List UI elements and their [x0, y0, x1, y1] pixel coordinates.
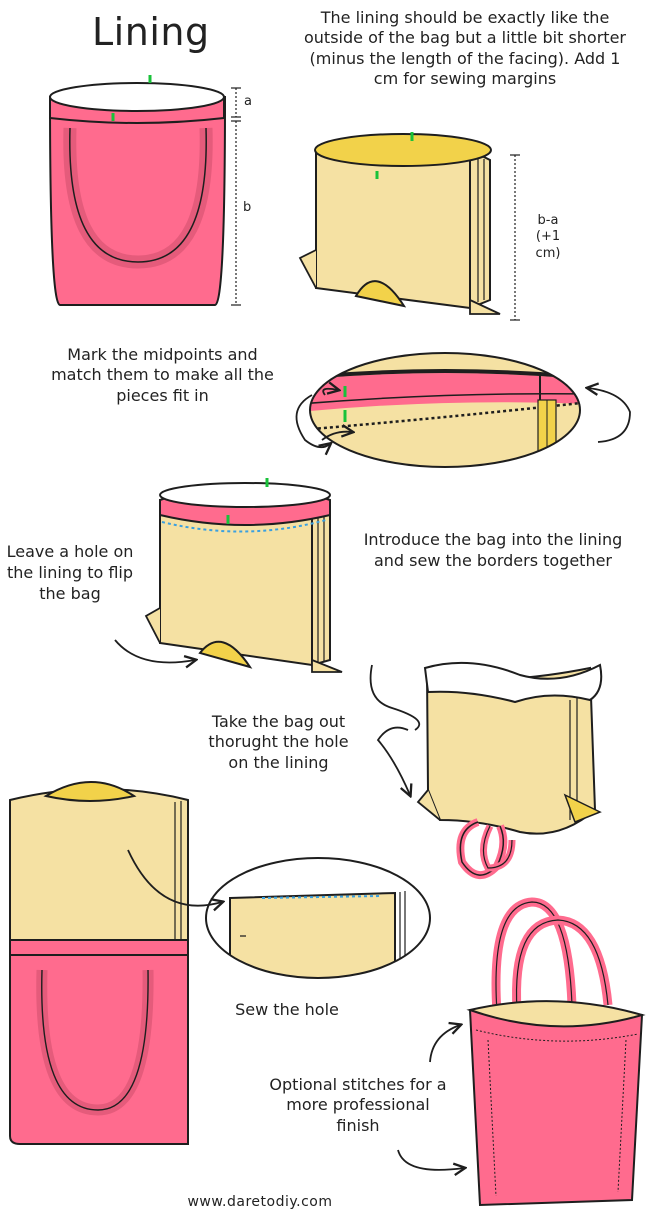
hole-flap: [354, 280, 407, 308]
lining-drawing: [298, 132, 520, 321]
dimension-margin: (+1 cm): [535, 229, 561, 261]
dimension-b-minus-a-label: b-a (+1 cm): [522, 213, 574, 262]
dimension-a-label: a: [244, 94, 252, 109]
step-mark-midpoints: Mark the midpoints and match them to mak…: [51, 345, 274, 405]
intro-text: The lining should be exactly like the ou…: [304, 8, 626, 88]
step-sew-hole: Sew the hole: [235, 1000, 339, 1019]
finished-bag-drawing: [397, 897, 646, 1207]
step-introduce-bag: Introduce the bag into the lining and se…: [363, 530, 623, 570]
step-take-out: Take the bag out thorught the hole on th…: [208, 712, 349, 772]
flipped-bag-drawing: [9, 781, 222, 1145]
bag-outside-drawing: [48, 75, 241, 306]
step-leave-hole: Leave a hole on the lining to flip the b…: [6, 542, 134, 603]
dimension-b-minus-a: b-a: [537, 213, 559, 228]
dimension-b-label: b: [243, 200, 252, 215]
bag-in-lining-drawing: [114, 478, 343, 673]
midpoint-zoom-drawing: [295, 352, 631, 468]
step-optional-stitches: Optional stitches for a more professiona…: [269, 1075, 447, 1135]
website-credit: www.daretodiy.com: [187, 1194, 333, 1210]
stitch-line: [161, 519, 327, 533]
flip-bag-drawing: [369, 661, 603, 879]
sew-hole-zoom-drawing: [205, 857, 431, 979]
page-title: Lining: [92, 10, 210, 54]
